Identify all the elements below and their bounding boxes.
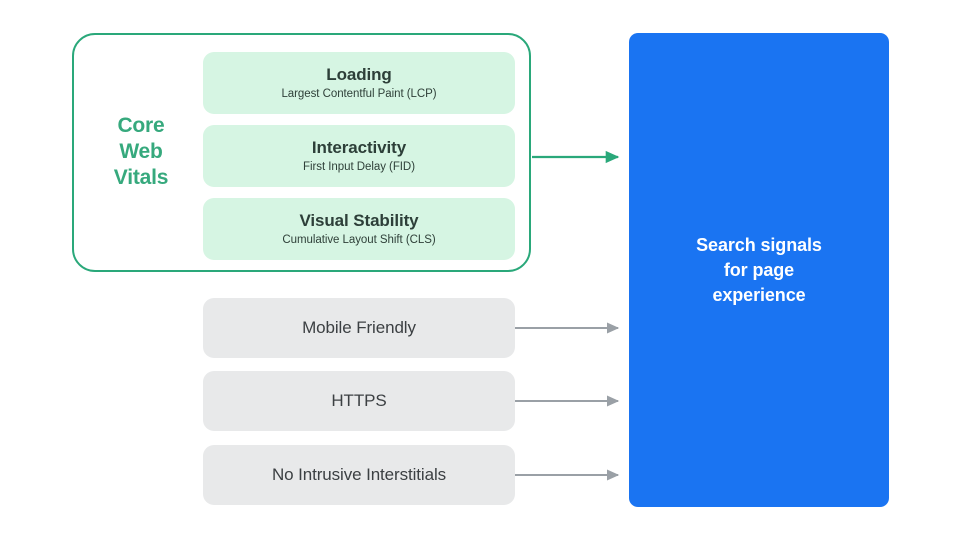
metric-card-loading: Loading Largest Contentful Paint (LCP) xyxy=(203,52,515,114)
core-web-vitals-label-line-2: Web xyxy=(119,140,163,163)
metric-card-visual-stability: Visual Stability Cumulative Layout Shift… xyxy=(203,198,515,260)
signal-label: No Intrusive Interstitials xyxy=(271,465,447,484)
signal-card-no-intrusive-interstitials: No Intrusive Interstitials xyxy=(203,445,515,505)
outcome-panel-text: Search signals for page experience xyxy=(696,234,822,305)
metric-subtitle: Cumulative Layout Shift (CLS) xyxy=(282,234,436,246)
metric-subtitle: Largest Contentful Paint (LCP) xyxy=(281,88,437,100)
metric-subtitle: First Input Delay (FID) xyxy=(303,161,415,173)
signal-card-mobile-friendly: Mobile Friendly xyxy=(203,298,515,358)
metric-title: Visual Stability xyxy=(299,211,419,230)
metric-card-interactivity: Interactivity First Input Delay (FID) xyxy=(203,125,515,187)
core-web-vitals-label-line-1: Core xyxy=(117,114,165,137)
core-web-vitals-label-line-3: Vitals xyxy=(113,166,169,189)
metric-title: Interactivity xyxy=(311,138,407,157)
metric-title: Loading xyxy=(326,65,392,84)
core-web-vitals-label: Core Web Vitals xyxy=(96,113,186,191)
signal-label: Mobile Friendly xyxy=(302,318,416,337)
signal-label: HTTPS xyxy=(331,391,387,410)
outcome-panel-search-signals: Search signals for page experience xyxy=(629,33,889,507)
signal-card-https: HTTPS xyxy=(203,371,515,431)
